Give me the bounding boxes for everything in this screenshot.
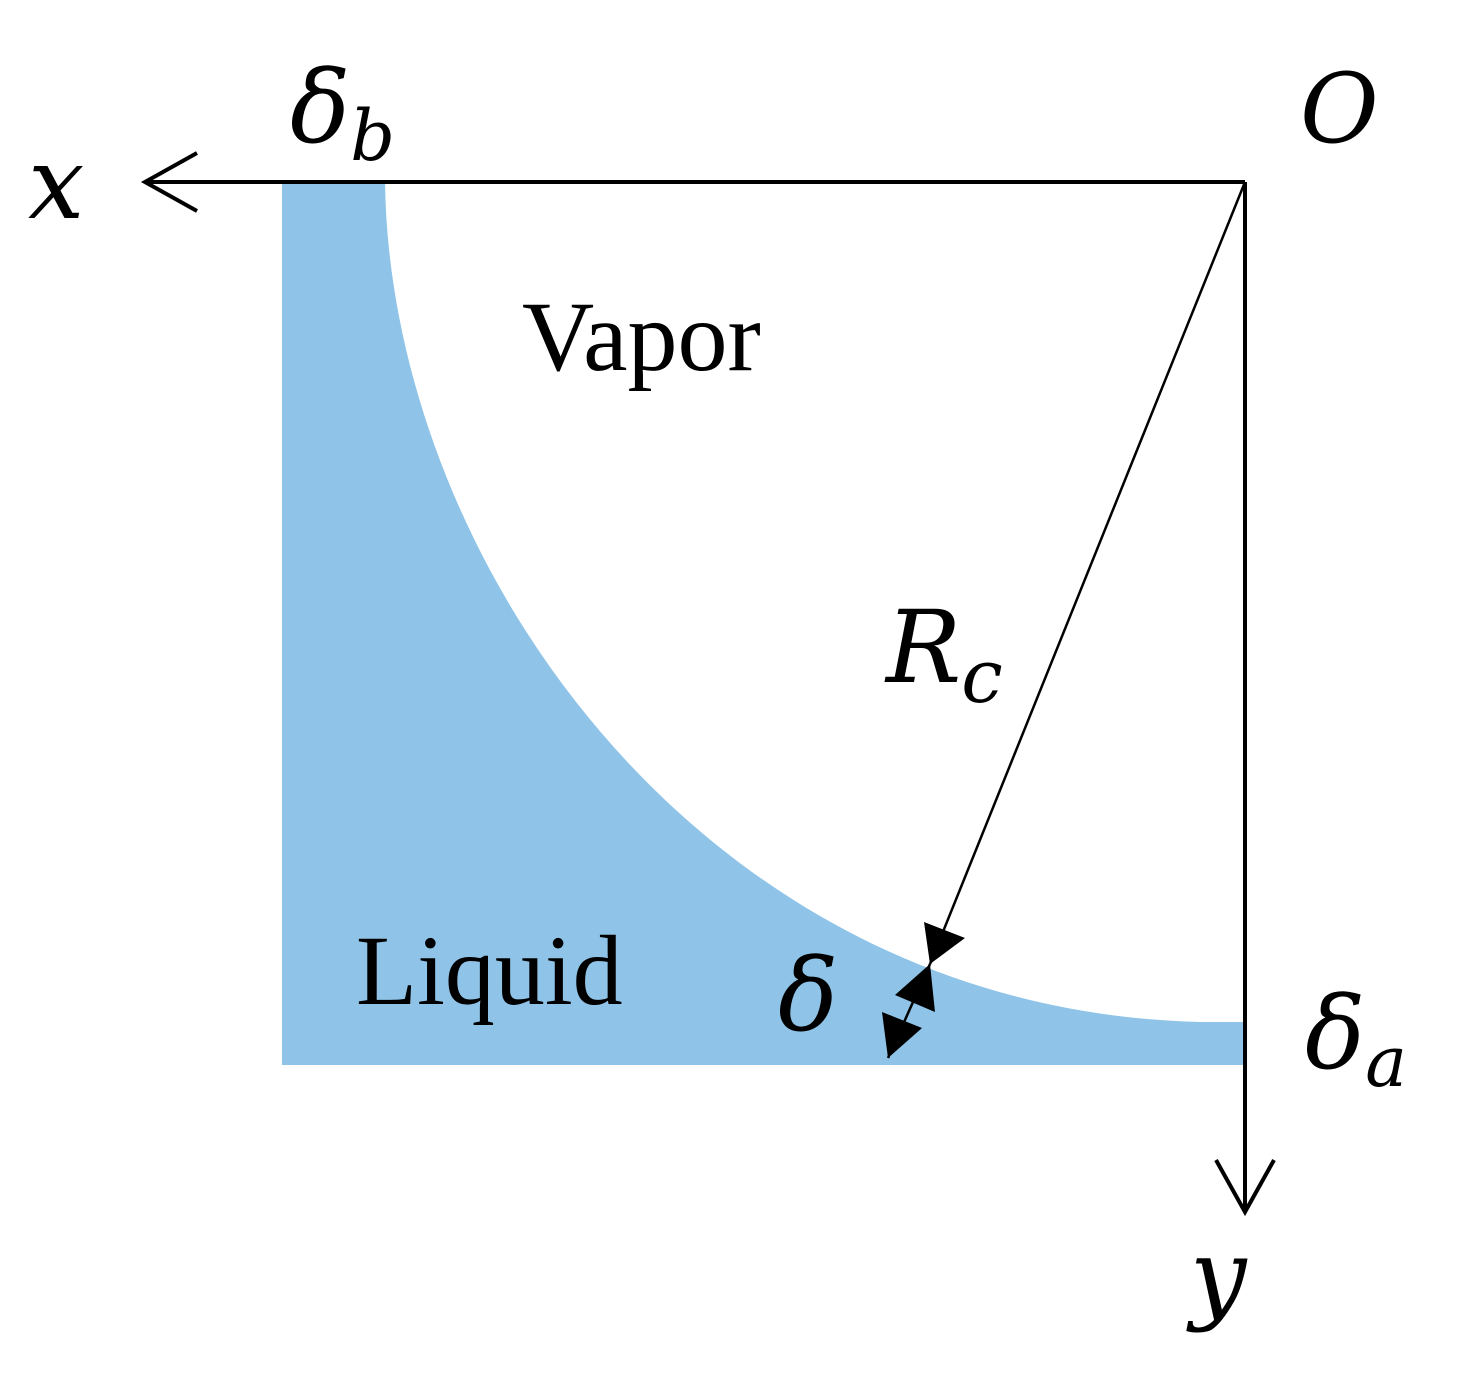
radius-arrowhead	[924, 922, 965, 964]
delta-b-subscript: b	[350, 95, 395, 177]
y-axis-label: y	[1186, 1217, 1248, 1334]
liquid-region	[282, 182, 1245, 1065]
delta-b-symbol: δ	[290, 49, 350, 166]
delta-a-label: δa	[1305, 975, 1407, 1103]
radius-label: Rc	[884, 589, 1003, 720]
x-axis-label: x	[28, 125, 84, 242]
delta-a-symbol: δ	[1305, 975, 1365, 1092]
radius-subscript: c	[961, 634, 1002, 720]
delta-b-label: δb	[290, 49, 395, 177]
x-axis-arrowhead	[140, 151, 198, 213]
origin-label: O	[1300, 53, 1379, 165]
delta-a-subscript: a	[1365, 1021, 1407, 1103]
delta-arrowhead-top	[895, 964, 935, 1012]
radius-symbol: R	[884, 589, 961, 706]
liquid-label: Liquid	[356, 915, 623, 1026]
delta-label: δ	[778, 937, 838, 1054]
vapor-label: Vapor	[522, 281, 761, 392]
delta-arrowhead-bottom	[882, 1012, 922, 1058]
y-axis-arrowhead	[1214, 1159, 1276, 1217]
radius-line	[928, 181, 1247, 965]
